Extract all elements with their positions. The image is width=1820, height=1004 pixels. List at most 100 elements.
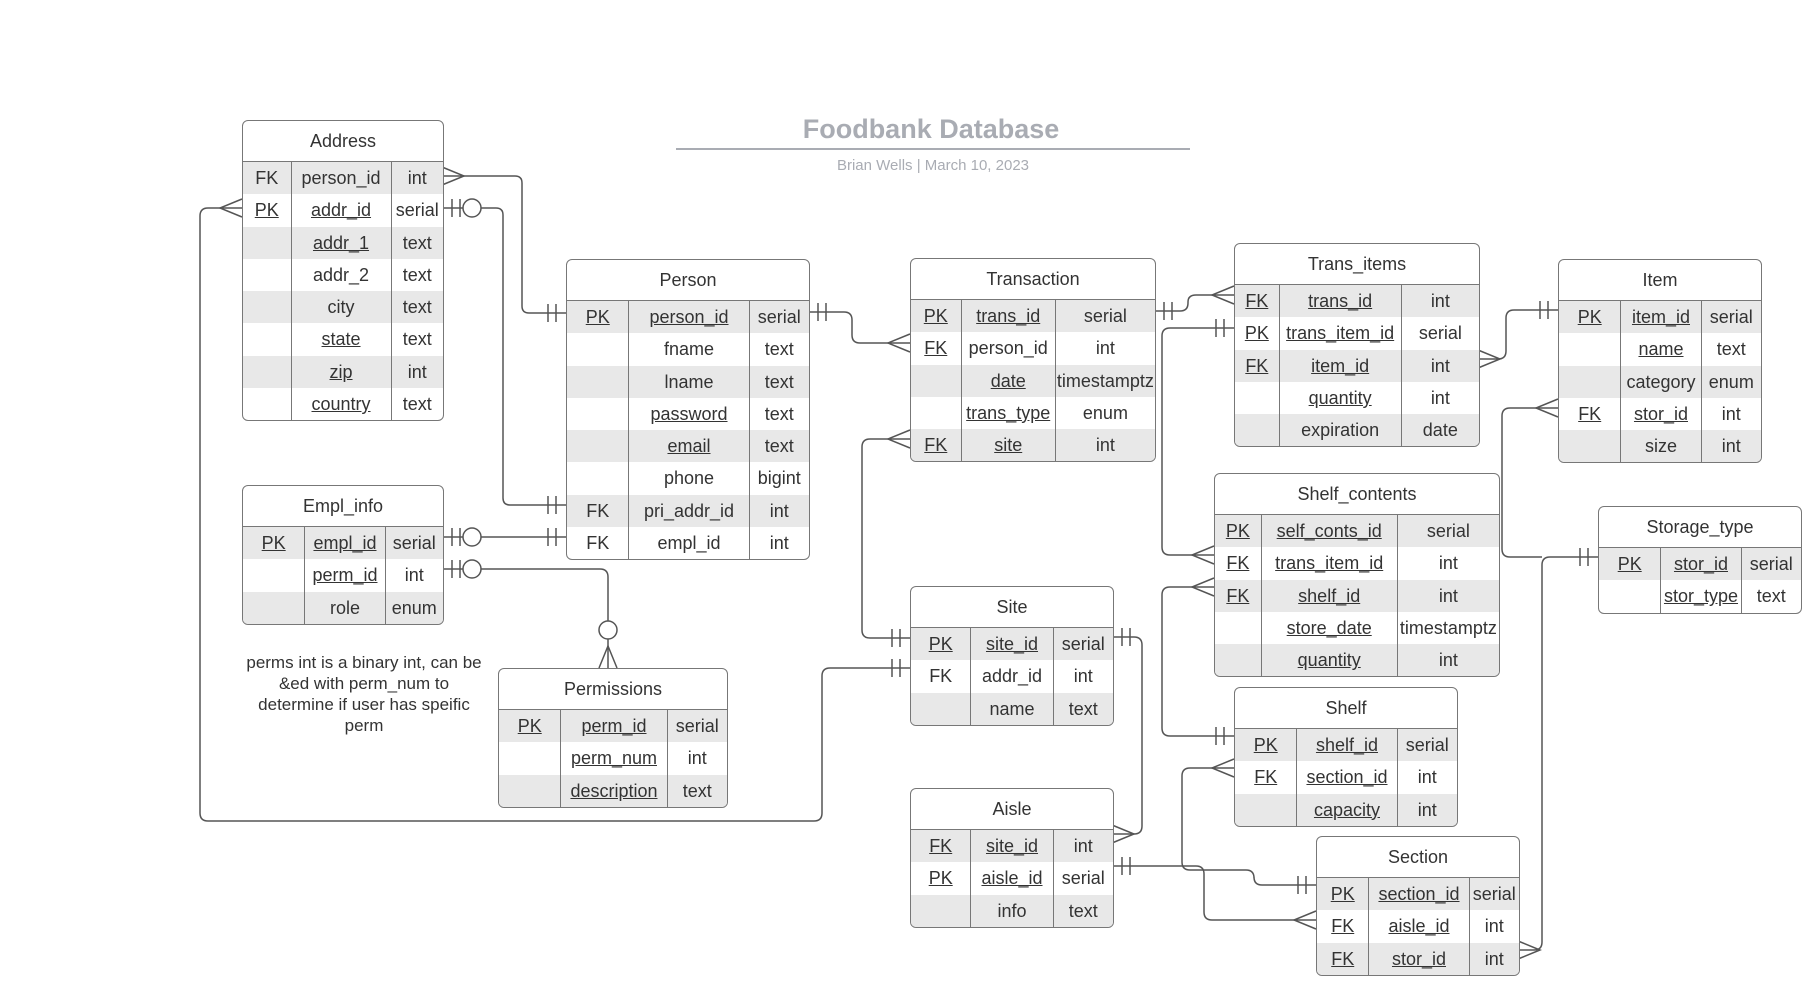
field-type: enum: [1082, 402, 1128, 423]
field-name: trans_item_id: [1280, 317, 1402, 350]
field-key: [499, 774, 562, 807]
field-name: city: [292, 291, 392, 324]
relationship-line: [1161, 327, 1234, 556]
field-key: [567, 365, 630, 398]
field-key: [243, 323, 292, 356]
field-name: lname: [629, 365, 750, 398]
field-type: int: [1430, 387, 1450, 408]
field-name: phone: [629, 462, 750, 495]
field-name: item_id: [1621, 301, 1702, 334]
field-name: date: [962, 364, 1056, 397]
field-type: int: [407, 361, 427, 382]
field-name: addr_1: [292, 226, 392, 259]
field-name: pri_addr_id: [629, 494, 750, 528]
field-type: serial: [1061, 868, 1105, 889]
diagram-title: Foodbank Database: [802, 114, 1060, 144]
field-type: text: [764, 371, 794, 392]
field-key: PK: [499, 710, 562, 743]
field-key: [1599, 580, 1662, 613]
field-type: int: [1438, 650, 1458, 671]
relationship-line: [442, 568, 609, 668]
field-row-phone[interactable]: phone bigint: [567, 462, 809, 495]
one-marker: [1121, 857, 1131, 875]
field-name: store_date: [1262, 611, 1398, 645]
field-type: bigint: [757, 468, 801, 489]
field-row-lname[interactable]: lname text: [567, 365, 809, 398]
field-key: FK: [911, 429, 962, 462]
field-name: perm_num: [561, 742, 668, 775]
field-type: date: [1422, 420, 1458, 441]
one-marker: [1579, 548, 1589, 566]
